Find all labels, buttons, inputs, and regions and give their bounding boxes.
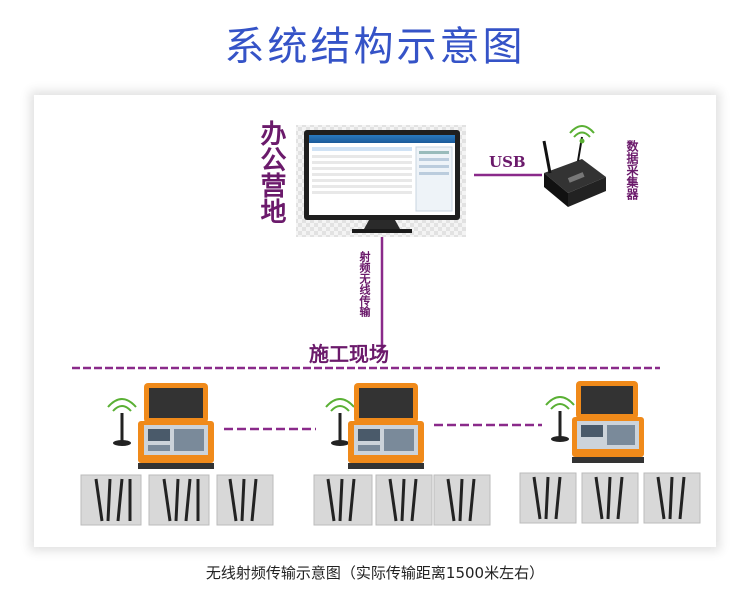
monitor-icon [296, 125, 466, 237]
office-label: 办公营地 [256, 120, 286, 224]
collector-label: 数据采集器 [625, 140, 639, 200]
data-collector-icon [542, 125, 606, 207]
page-title: 系统结构示意图 [224, 24, 526, 70]
field-node-1 [107, 383, 214, 469]
usb-label: USB [489, 153, 526, 171]
diagram-panel: 办公营地 USB 数据采集器 射频无线传输 施工现场 [34, 95, 716, 547]
wireless-label: 射频无线传输 [358, 251, 371, 317]
field-node-2 [325, 383, 424, 469]
sensor-photo-group-2 [313, 474, 491, 526]
sensor-photo-group-3 [519, 472, 701, 524]
diagram-canvas [72, 125, 701, 526]
caption: 无线射频传输示意图（实际传输距离1500米左右） [205, 564, 545, 582]
site-label: 施工现场 [309, 342, 389, 366]
field-node-3 [545, 381, 644, 463]
sensor-photo-group-1 [80, 474, 274, 526]
